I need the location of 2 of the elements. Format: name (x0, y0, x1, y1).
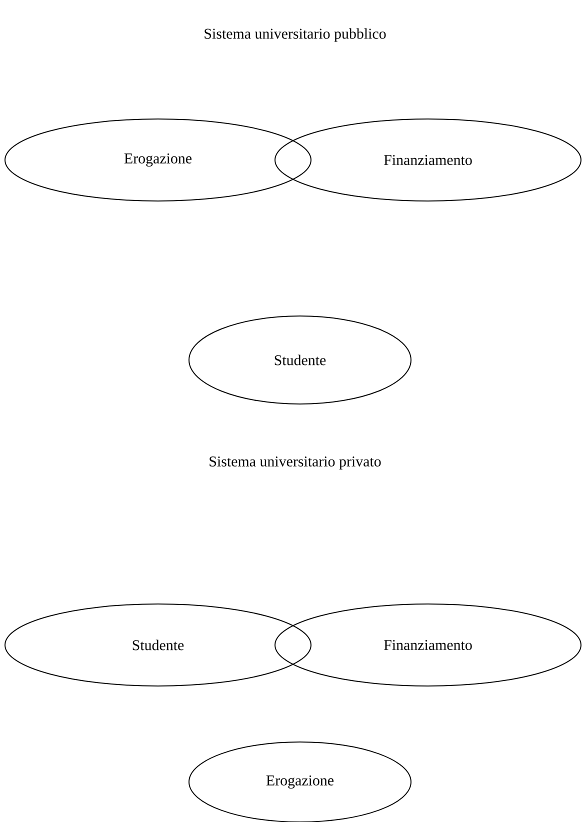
heading: Sistema universitario pubblico (204, 28, 386, 42)
heading: Sistema universitario privato (210, 456, 381, 470)
